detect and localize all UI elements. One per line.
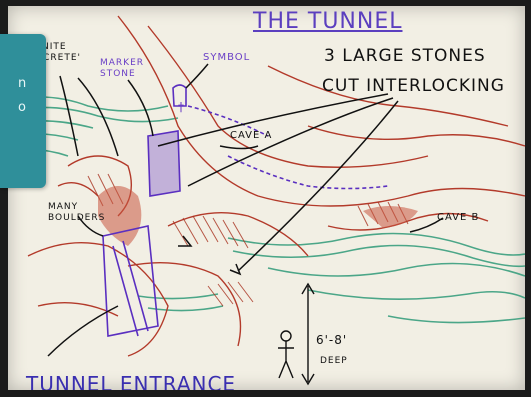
boulders-label: MANY BOULDERS xyxy=(48,202,98,224)
deep-label: DEEP xyxy=(320,356,348,366)
red-fill-shapes xyxy=(98,186,418,246)
tunnel-entrance-label: TUNNEL ENTRANCE xyxy=(26,372,236,390)
side-overlay-tab[interactable]: n o xyxy=(0,34,46,188)
symbol-mark: † xyxy=(178,100,185,114)
sketch-paper: THE TUNNEL 3 LARGE STONES CUT INTERLOCKI… xyxy=(8,6,525,390)
depth-figure xyxy=(278,284,314,384)
side-tab-letter: o xyxy=(18,100,26,115)
side-tab-letter: n xyxy=(18,76,26,91)
stones-label-line1: 3 LARGE STONES xyxy=(324,46,486,66)
sketch-title: THE TUNNEL xyxy=(253,9,403,34)
cave-a-label: CAVE A xyxy=(230,130,272,141)
stones-label-line2: CUT INTERLOCKING xyxy=(322,76,505,96)
symbol-label: SYMBOL xyxy=(203,52,250,63)
depth-label: 6'-8' xyxy=(316,333,347,347)
cave-b-label: CAVE B xyxy=(437,212,479,223)
purple-structures xyxy=(103,85,388,336)
marker-stone-label: MARKER STONE xyxy=(100,58,160,80)
